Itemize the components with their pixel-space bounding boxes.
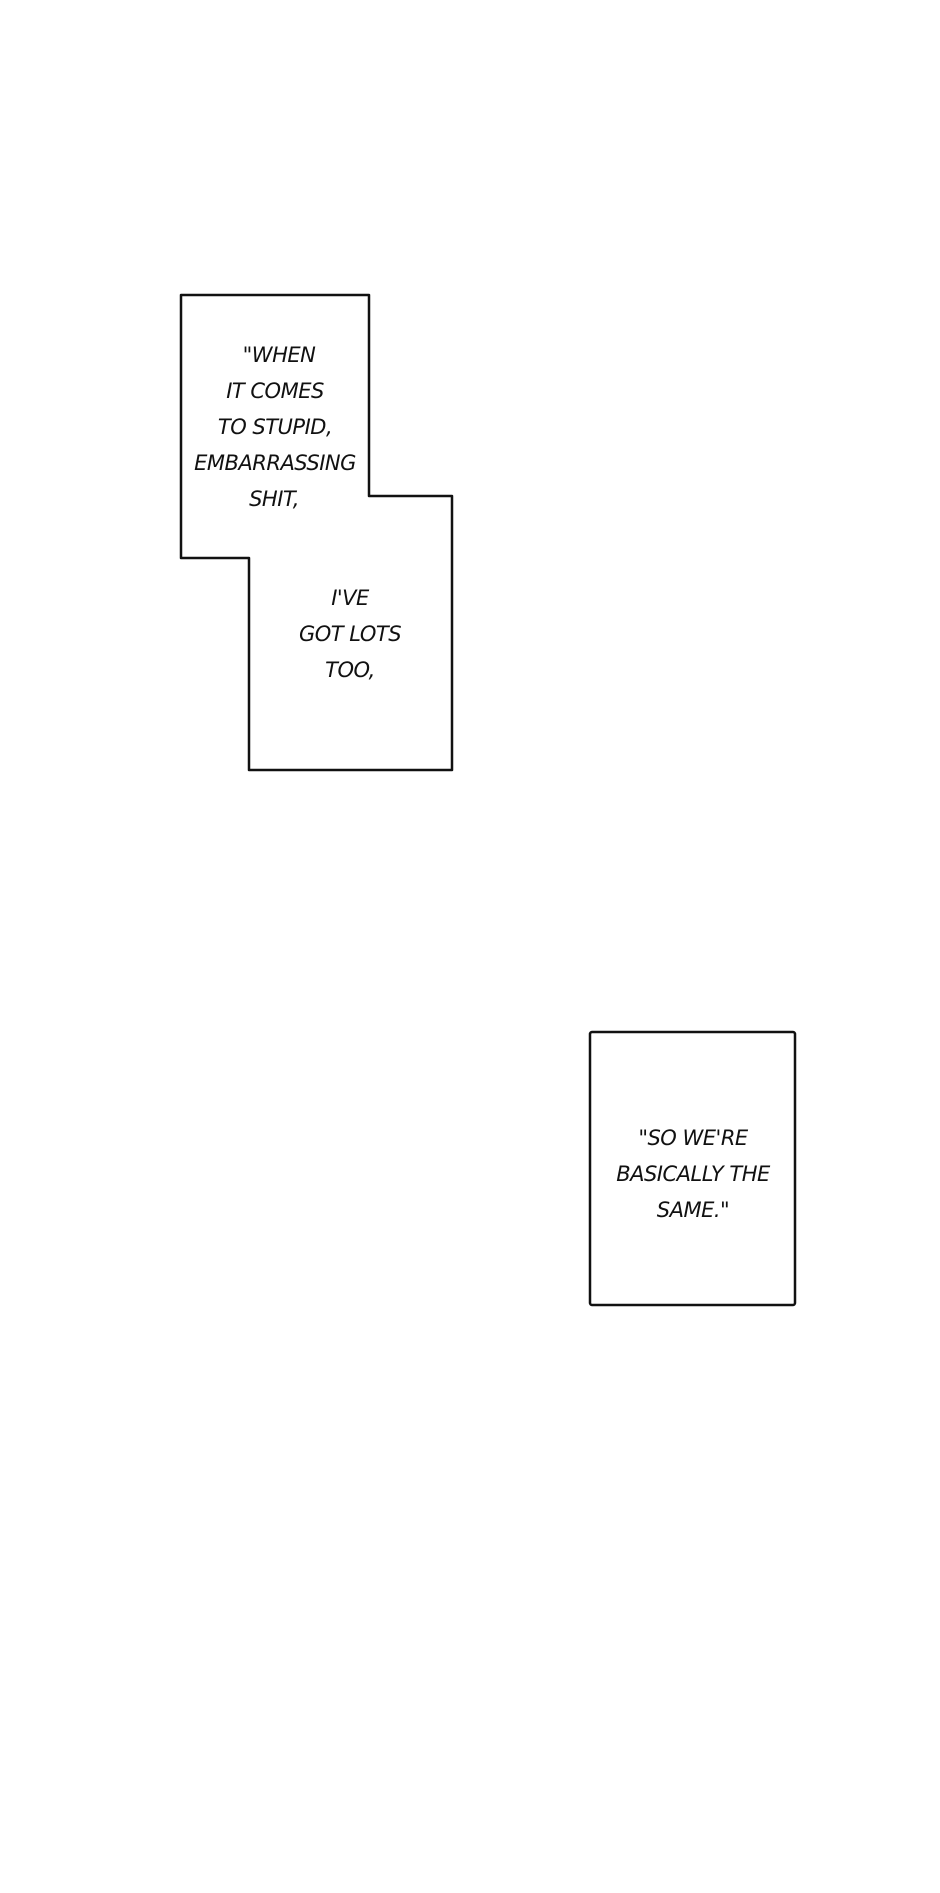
caption-box-2-outline bbox=[588, 1030, 797, 1307]
caption-line: BASICALLY THE bbox=[616, 1162, 770, 1186]
caption-line: GOT LOTS bbox=[298, 622, 402, 646]
caption-line: SHIT, bbox=[249, 487, 299, 511]
caption-box-1-outline bbox=[179, 293, 454, 772]
caption-line: I'VE bbox=[331, 586, 369, 610]
caption-line: TO STUPID, bbox=[217, 415, 333, 439]
caption-line: EMBARRASSING bbox=[194, 451, 356, 475]
caption-line: "WHEN bbox=[242, 343, 316, 367]
caption-line: SAME." bbox=[656, 1198, 730, 1222]
caption-line: TOO, bbox=[325, 658, 375, 682]
caption-line: "SO WE'RE bbox=[638, 1126, 748, 1150]
caption-line: IT COMES bbox=[226, 379, 324, 403]
